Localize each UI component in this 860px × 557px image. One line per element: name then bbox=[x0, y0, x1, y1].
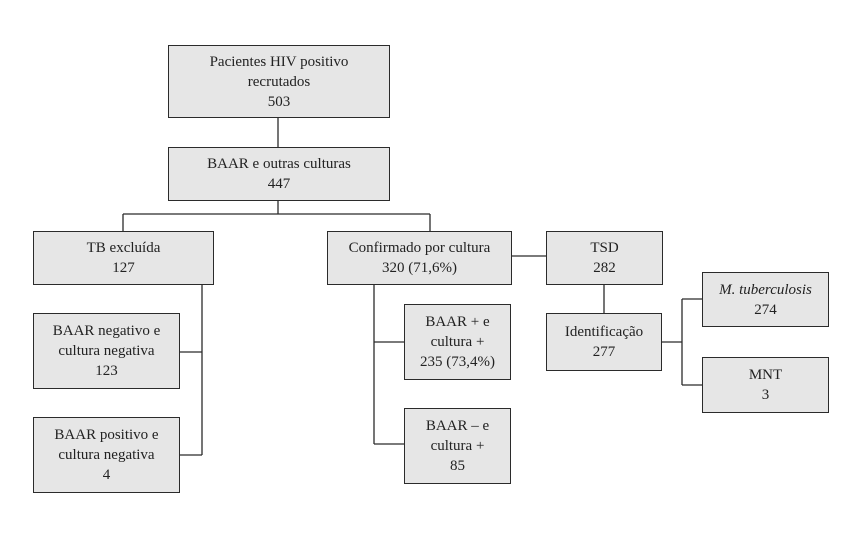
node-label: recrutados bbox=[247, 73, 311, 90]
node-label: BAAR – e bbox=[425, 418, 490, 434]
node-baar-pos-culture-pos: BAAR + e cultura + 235 (73,4%) bbox=[404, 304, 511, 380]
node-identification: Identificação 277 bbox=[546, 313, 662, 371]
node-baar-pos-culture-neg: BAAR positivo e cultura negativa 4 bbox=[33, 417, 180, 493]
node-baar-neg-culture-pos: BAAR – e cultura + 85 bbox=[404, 408, 511, 484]
node-label: cultura negativa bbox=[58, 447, 155, 463]
node-count: 277 bbox=[592, 344, 616, 360]
node-label: cultura + bbox=[430, 438, 485, 454]
node-label: BAAR negativo e bbox=[52, 323, 161, 339]
node-count: 85 bbox=[450, 458, 465, 474]
node-label: Pacientes HIV positivo bbox=[209, 53, 349, 70]
node-count: 235 (73,4%) bbox=[420, 354, 495, 370]
node-label: Confirmado por cultura bbox=[348, 240, 491, 256]
node-label: Identificação bbox=[564, 324, 644, 340]
node-count: 320 (71,6%) bbox=[382, 260, 457, 276]
node-count: 127 bbox=[112, 260, 135, 276]
node-label: cultura negativa bbox=[58, 343, 155, 359]
node-count: 447 bbox=[267, 176, 291, 192]
node-count: 503 bbox=[267, 93, 291, 110]
node-label: MNT bbox=[748, 367, 783, 383]
node-recruited: Pacientes HIV positivo recrutados 503 bbox=[168, 45, 390, 118]
node-label: BAAR positivo e bbox=[54, 427, 159, 443]
node-baar-cultures: BAAR e outras culturas 447 bbox=[168, 147, 390, 201]
node-count: 282 bbox=[593, 260, 616, 276]
node-tb-excluded: TB excluída 127 bbox=[33, 231, 214, 285]
node-count: 4 bbox=[102, 467, 111, 483]
node-tsd: TSD 282 bbox=[546, 231, 663, 285]
node-label: BAAR + e bbox=[425, 314, 490, 330]
node-count: 123 bbox=[95, 363, 118, 379]
node-label: TSD bbox=[590, 240, 619, 256]
node-label: cultura + bbox=[430, 334, 485, 350]
node-label: M. tuberculosis bbox=[719, 281, 812, 298]
node-label: BAAR e outras culturas bbox=[207, 156, 351, 172]
node-mnt: MNT 3 bbox=[702, 357, 829, 413]
node-count: 274 bbox=[754, 301, 777, 318]
node-count: 3 bbox=[761, 387, 770, 403]
node-m-tuberculosis: M. tuberculosis 274 bbox=[702, 272, 829, 327]
node-baar-neg-culture-neg: BAAR negativo e cultura negativa 123 bbox=[33, 313, 180, 389]
node-label: TB excluída bbox=[86, 240, 161, 256]
node-confirmed-culture: Confirmado por cultura 320 (71,6%) bbox=[327, 231, 512, 285]
